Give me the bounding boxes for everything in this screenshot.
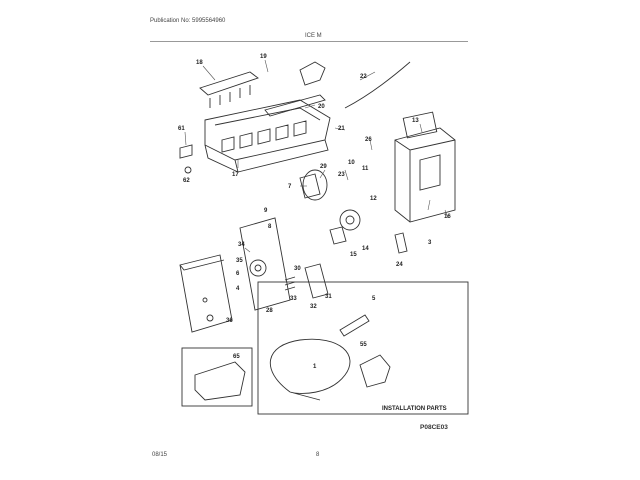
callout-21: 21 xyxy=(338,126,345,132)
control-housing-part xyxy=(394,111,456,223)
callout-6: 6 xyxy=(236,271,240,277)
ejector-part xyxy=(199,71,259,108)
callout-3: 3 xyxy=(428,240,432,246)
ice-mold-part xyxy=(204,99,331,173)
water-line-part xyxy=(270,338,351,401)
callout-9: 9 xyxy=(264,208,268,214)
callout-7: 7 xyxy=(288,184,292,190)
callout-29: 29 xyxy=(320,164,327,170)
callout-15a: 15 xyxy=(350,252,357,258)
lever-part xyxy=(394,232,408,254)
section-title: ICE M xyxy=(305,33,322,39)
callout-14: 14 xyxy=(362,246,369,252)
fitting-part xyxy=(339,314,370,337)
callout-18: 18 xyxy=(196,60,203,66)
callout-1: 1 xyxy=(313,364,317,370)
callout-24: 24 xyxy=(396,262,403,268)
ice-bin-part xyxy=(194,361,246,401)
callout-4: 4 xyxy=(236,286,240,292)
callout-28: 28 xyxy=(266,308,273,314)
installation-parts-label: INSTALLATION PARTS xyxy=(382,406,447,412)
callout-11: 11 xyxy=(362,166,369,172)
callout-33: 33 xyxy=(290,296,297,302)
callout-8: 8 xyxy=(268,224,272,230)
callout-20: 20 xyxy=(318,104,325,110)
callout-62: 62 xyxy=(183,178,190,184)
callout-31: 31 xyxy=(325,294,332,300)
callout-labels: 18 19 20 22 17 21 61 62 13 26 29 10 11 7… xyxy=(178,54,451,412)
shutoff-arm-part xyxy=(344,61,411,109)
screw-part xyxy=(184,166,192,174)
fill-cup-part xyxy=(299,61,326,86)
callout-26: 26 xyxy=(365,137,372,143)
callout-22: 22 xyxy=(360,74,367,80)
callout-12: 12 xyxy=(370,196,377,202)
callout-36: 36 xyxy=(226,318,233,324)
callout-13a: 13 xyxy=(412,118,419,124)
footer-date: 08/15 xyxy=(152,452,168,458)
bracket-part xyxy=(179,144,193,159)
figure-code: P08CE03 xyxy=(420,424,448,431)
callout-32: 32 xyxy=(310,304,317,310)
installation-parts-box xyxy=(257,281,469,415)
motor-part xyxy=(299,169,328,201)
page-number: 8 xyxy=(316,452,320,458)
publication-number: Publication No: 5995564960 xyxy=(150,18,226,24)
callout-16: 16 xyxy=(444,214,451,220)
water-valve-part xyxy=(359,354,391,388)
callout-35: 35 xyxy=(236,258,243,264)
switch-part xyxy=(329,226,347,245)
callout-10: 10 xyxy=(348,160,355,166)
callout-34a: 34 xyxy=(238,242,245,248)
callout-23a: 23 xyxy=(338,172,345,178)
callout-5: 5 xyxy=(372,296,376,302)
callout-55: 55 xyxy=(360,342,367,348)
support-plate-part xyxy=(239,217,291,311)
header-rule xyxy=(150,41,468,42)
callout-17: 17 xyxy=(232,172,239,178)
cover-part xyxy=(179,254,233,333)
stripper-rake-part xyxy=(264,94,326,117)
callout-19: 19 xyxy=(260,54,267,60)
spring-part xyxy=(284,276,296,291)
thermostat-part xyxy=(304,263,329,299)
ice-bin-box xyxy=(181,347,253,407)
gear-part xyxy=(339,209,361,231)
callout-61: 61 xyxy=(178,126,185,132)
callout-30: 30 xyxy=(294,266,301,272)
leader-lines xyxy=(184,59,449,253)
callout-65: 65 xyxy=(233,354,240,360)
